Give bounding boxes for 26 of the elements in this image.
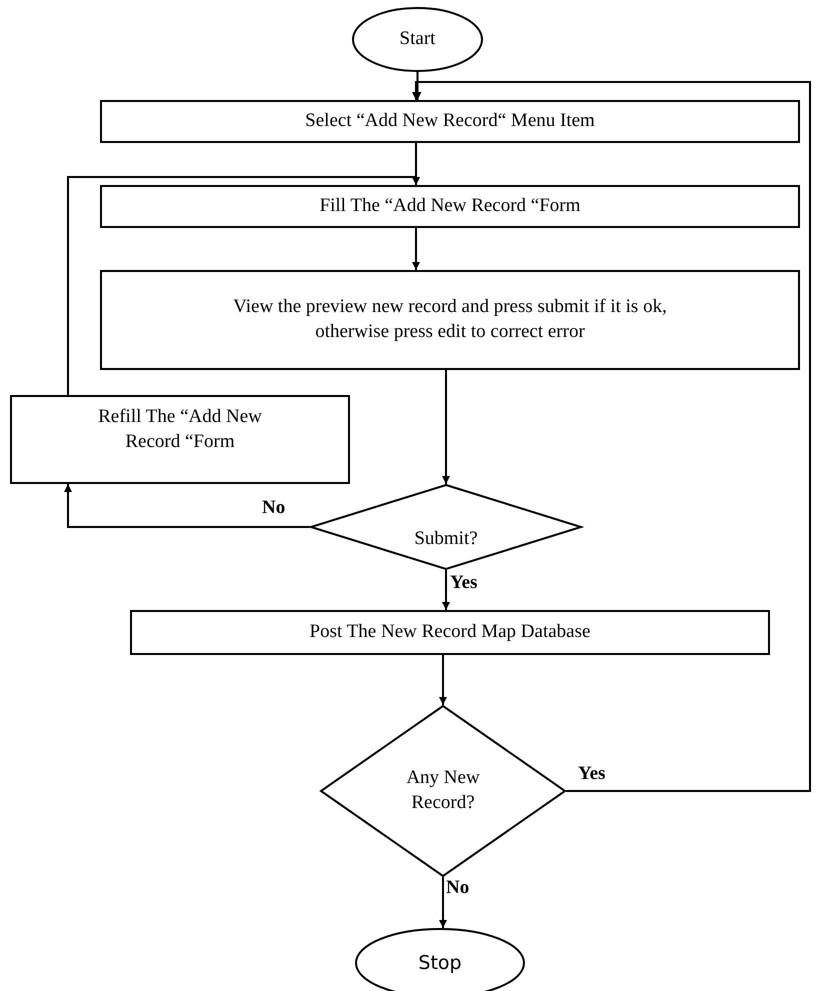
arrow <box>64 484 310 528</box>
decision-diamond <box>320 705 566 877</box>
process-box <box>100 100 800 143</box>
arrow <box>442 370 450 484</box>
arrow <box>442 570 450 610</box>
arrow <box>414 72 422 100</box>
terminal-ellipse <box>352 7 483 72</box>
node-text: Select “Add New Record“ Menu Item <box>304 109 596 134</box>
process-box <box>130 610 770 655</box>
node-text: Refill The “Add New Record “Form <box>97 405 263 454</box>
decision-text: Submit? <box>413 527 479 552</box>
arrow <box>412 81 811 792</box>
process-box <box>10 395 350 484</box>
arrow <box>67 176 420 395</box>
node-text: Post The New Record Map Database <box>308 620 592 644</box>
arrow <box>439 655 447 705</box>
node-text: View the preview new record and press submit if it is ok, otherwise press edit to correct error <box>232 295 668 344</box>
process-box <box>100 270 800 370</box>
node-text: Start <box>398 27 436 52</box>
arrow <box>439 877 447 928</box>
decision-diamond <box>310 484 582 570</box>
arrow <box>412 228 420 270</box>
node-text: Stop <box>417 950 463 976</box>
node-text: Fill The “Add New Record “Form <box>318 194 582 218</box>
decision-text: Any New Record? <box>405 766 481 815</box>
process-box <box>100 185 800 228</box>
